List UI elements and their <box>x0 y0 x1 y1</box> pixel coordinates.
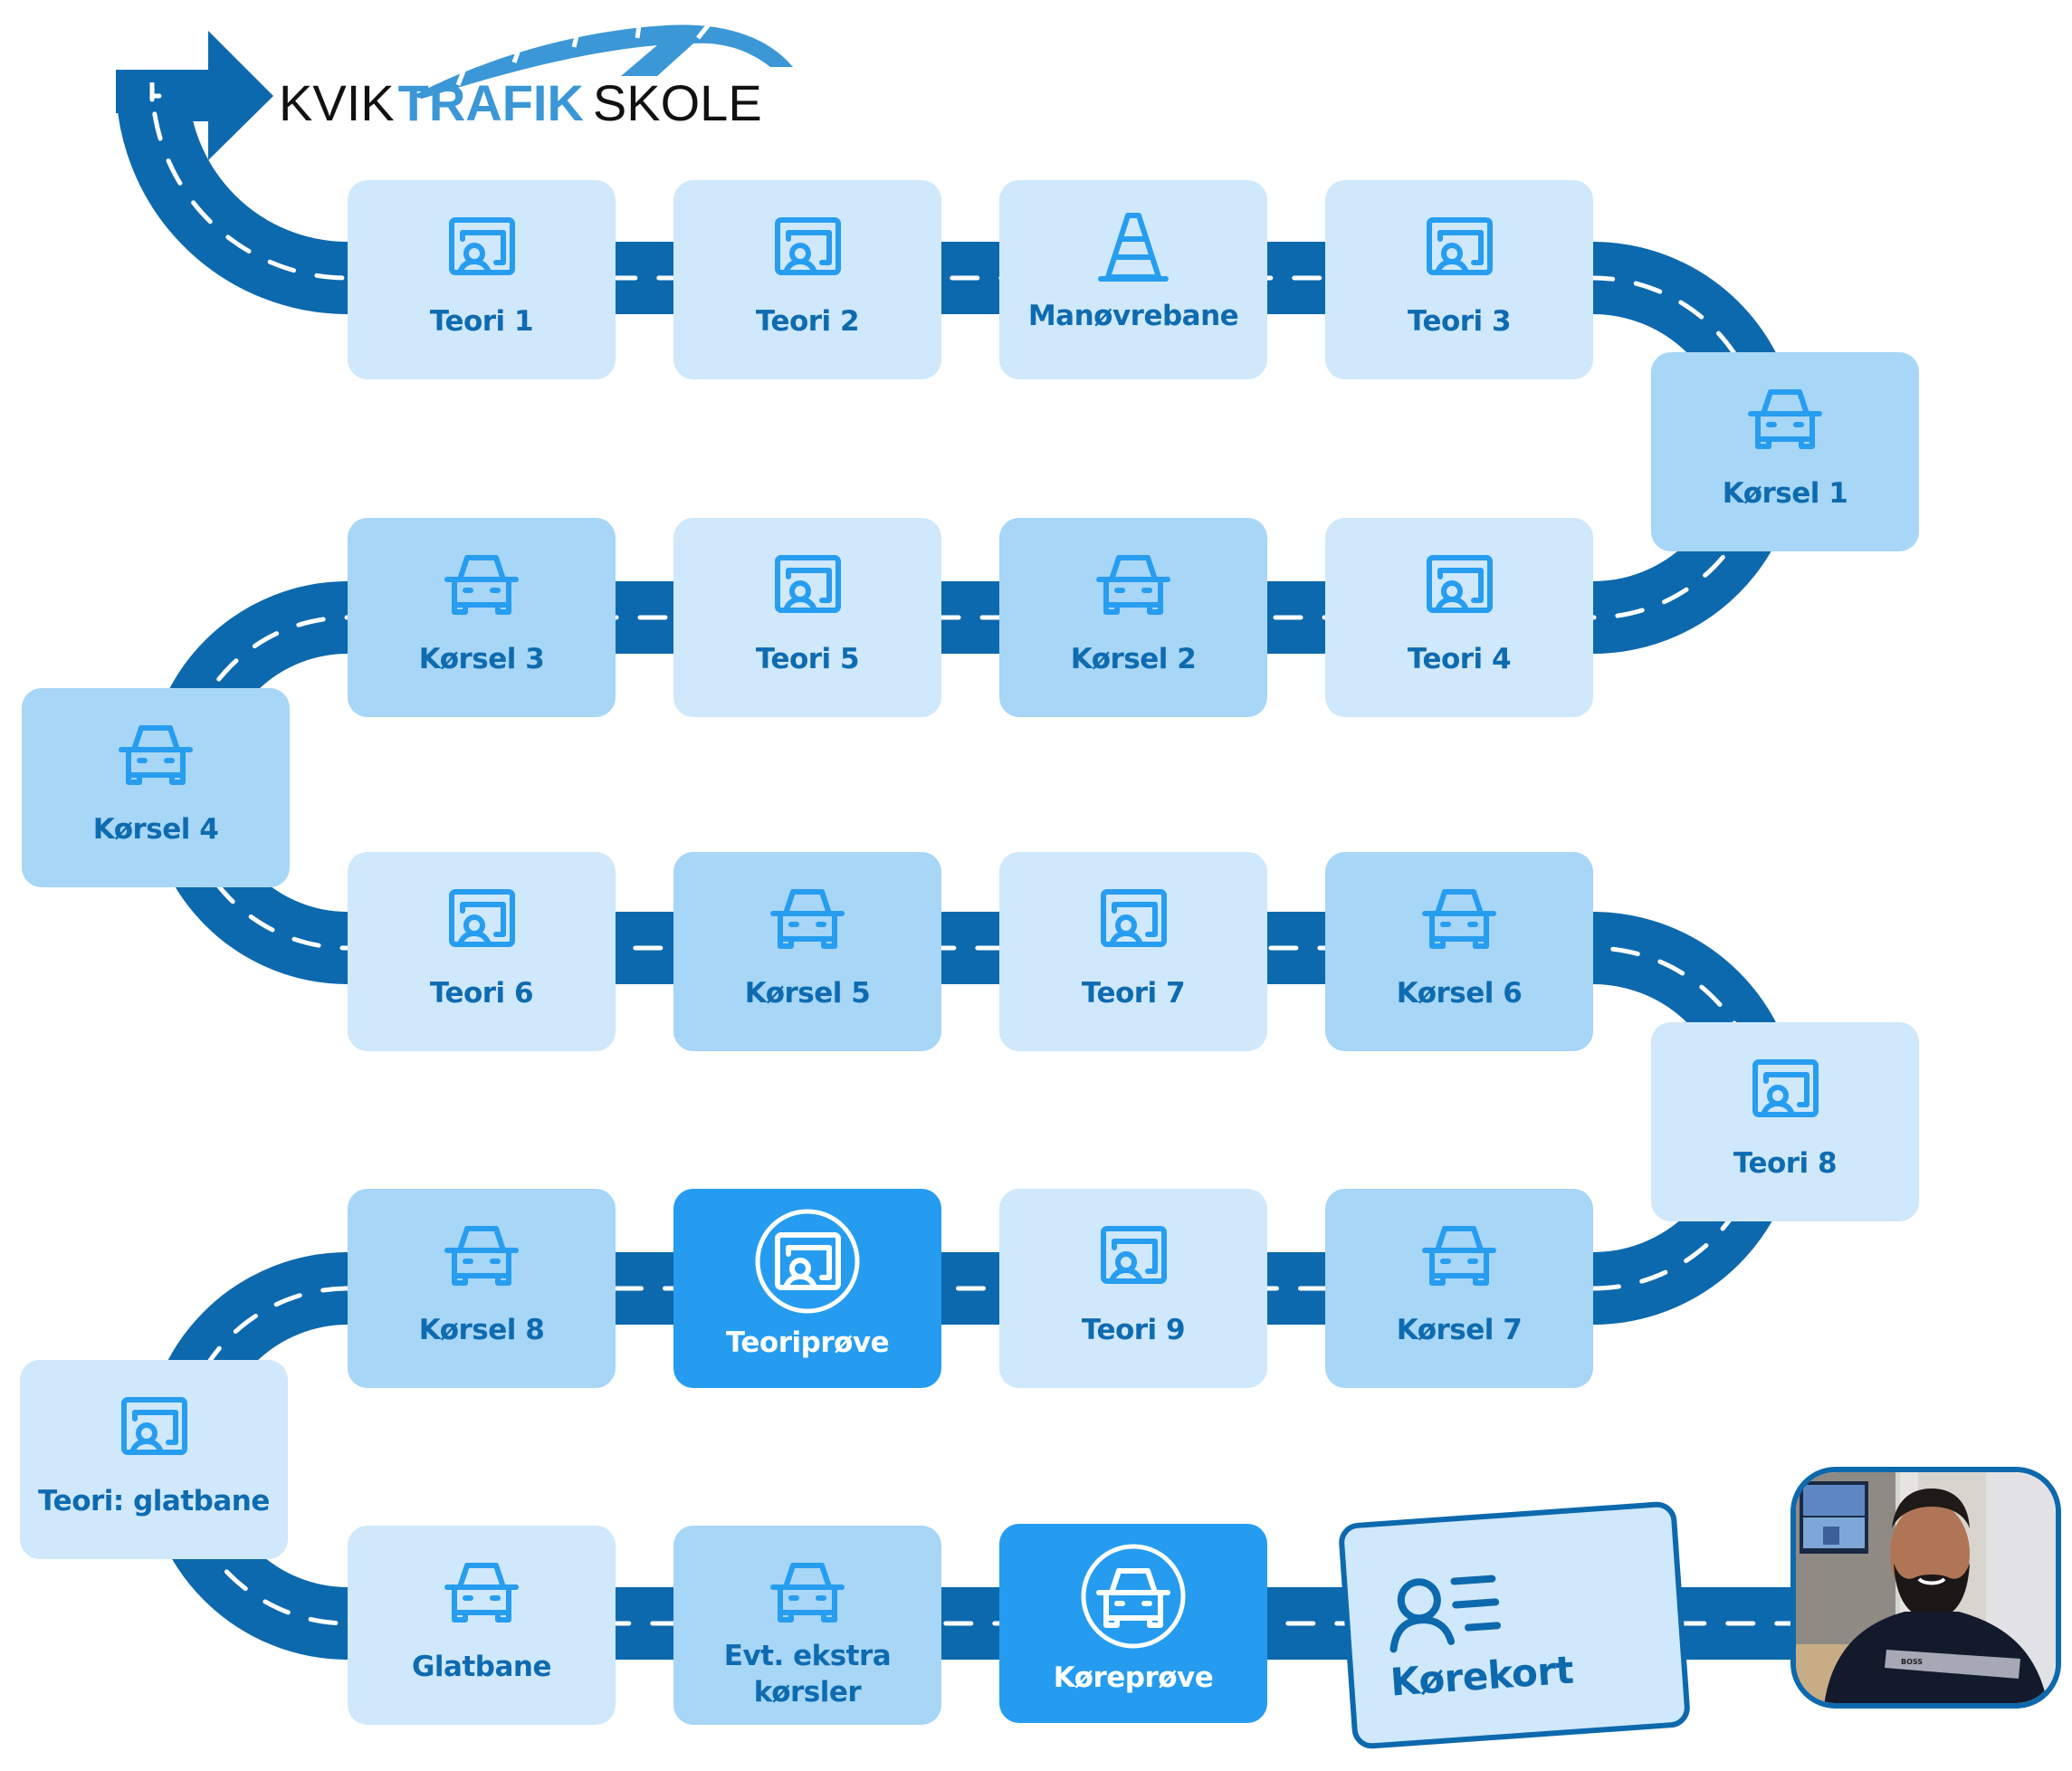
step-teori-1[interactable]: Teori 1 <box>348 180 616 379</box>
theory-icon <box>767 215 848 278</box>
license-card-icon <box>1385 1569 1508 1659</box>
step-teori-glatbane[interactable]: Teori: glatbane <box>20 1360 288 1559</box>
car-icon <box>1418 1223 1500 1287</box>
step-ekstra-korsler[interactable]: Evt. ekstra kørsler <box>673 1526 941 1725</box>
step-label: Køreprøve <box>1053 1661 1214 1694</box>
step-label: Kørsel 6 <box>1396 977 1523 1010</box>
logo-road-arc-icon <box>413 22 793 99</box>
step-label: Teori 8 <box>1733 1147 1838 1180</box>
step-label: Teori 2 <box>755 305 860 338</box>
car-icon <box>1744 387 1826 450</box>
step-teori-6[interactable]: Teori 6 <box>348 852 616 1051</box>
step-label: Teori 5 <box>755 643 860 675</box>
theory-icon <box>441 886 522 950</box>
car-icon <box>767 886 848 950</box>
step-korsel-8[interactable]: Kørsel 8 <box>348 1189 616 1388</box>
theory-icon <box>1093 886 1174 950</box>
step-korsel-1[interactable]: Kørsel 1 <box>1651 352 1919 551</box>
step-label: Teori: glatbane <box>38 1485 270 1517</box>
theory-icon <box>1744 1057 1826 1120</box>
step-label: Kørsel 3 <box>418 643 545 675</box>
step-label: Teoriprøve <box>725 1326 890 1359</box>
step-label: Evt. ekstra kørsler <box>723 1640 892 1709</box>
step-label: Teori 3 <box>1407 305 1512 338</box>
step-label: Teori 6 <box>429 977 534 1010</box>
car-icon <box>441 1223 522 1287</box>
step-korsel-7[interactable]: Kørsel 7 <box>1325 1189 1593 1388</box>
logo-trafik: TRAFIK <box>397 74 584 131</box>
step-label: Kørsel 8 <box>418 1314 545 1346</box>
shirt-text: BOSS <box>1901 1658 1923 1666</box>
step-label: Teori 9 <box>1081 1314 1186 1346</box>
step-teori-5[interactable]: Teori 5 <box>673 518 941 717</box>
step-teori-7[interactable]: Teori 7 <box>999 852 1267 1051</box>
step-label: Kørsel 4 <box>92 813 219 846</box>
theory-icon <box>1418 552 1500 616</box>
instructor-photo: BOSS <box>1790 1467 2061 1709</box>
step-korsel-5[interactable]: Kørsel 5 <box>673 852 941 1051</box>
step-label: Kørsel 1 <box>1722 477 1848 510</box>
lane-markings <box>149 81 1813 1626</box>
car-icon <box>441 1560 522 1623</box>
start-arrow-icon <box>116 31 273 160</box>
instructor-portrait-image: BOSS <box>1796 1472 2056 1703</box>
license-card[interactable]: Kørekort <box>1337 1500 1692 1750</box>
step-glatbane[interactable]: Glatbane <box>348 1526 616 1725</box>
traffic-cone-icon <box>1093 215 1174 278</box>
step-teori-9[interactable]: Teori 9 <box>999 1189 1267 1388</box>
step-label: Teori 7 <box>1081 977 1186 1010</box>
step-label: Kørsel 2 <box>1070 643 1197 675</box>
step-korsel-6[interactable]: Kørsel 6 <box>1325 852 1593 1051</box>
theory-icon <box>1093 1223 1174 1287</box>
step-label: Manøvrebane <box>1027 300 1239 332</box>
step-manovrebane[interactable]: Manøvrebane <box>999 180 1267 379</box>
car-icon <box>115 723 196 786</box>
step-korsel-3[interactable]: Kørsel 3 <box>348 518 616 717</box>
step-teori-2[interactable]: Teori 2 <box>673 180 941 379</box>
step-label: Kørsel 5 <box>744 977 871 1010</box>
theory-exam-icon <box>753 1207 862 1316</box>
step-koreprove[interactable]: Køreprøve <box>999 1524 1267 1723</box>
step-label: Glatbane <box>411 1651 552 1683</box>
theory-icon <box>767 552 848 616</box>
car-icon <box>767 1560 848 1623</box>
logo-kvik: KVIK <box>279 74 395 131</box>
theory-icon <box>441 215 522 278</box>
step-teori-4[interactable]: Teori 4 <box>1325 518 1593 717</box>
step-teori-3[interactable]: Teori 3 <box>1325 180 1593 379</box>
step-label: Teori 4 <box>1407 643 1512 675</box>
step-teori-8[interactable]: Teori 8 <box>1651 1022 1919 1221</box>
logo-skole: SKOLE <box>592 74 762 131</box>
car-icon <box>441 552 522 616</box>
car-icon <box>1093 552 1174 616</box>
theory-icon <box>113 1394 195 1458</box>
step-label: Kørsel 7 <box>1396 1314 1523 1346</box>
step-korsel-4[interactable]: Kørsel 4 <box>22 688 290 887</box>
step-korsel-2[interactable]: Kørsel 2 <box>999 518 1267 717</box>
step-label: Teori 1 <box>429 305 534 338</box>
driving-exam-icon <box>1079 1542 1188 1651</box>
theory-icon <box>1418 215 1500 278</box>
step-teoriprove[interactable]: Teoriprøve <box>673 1189 941 1388</box>
car-icon <box>1418 886 1500 950</box>
